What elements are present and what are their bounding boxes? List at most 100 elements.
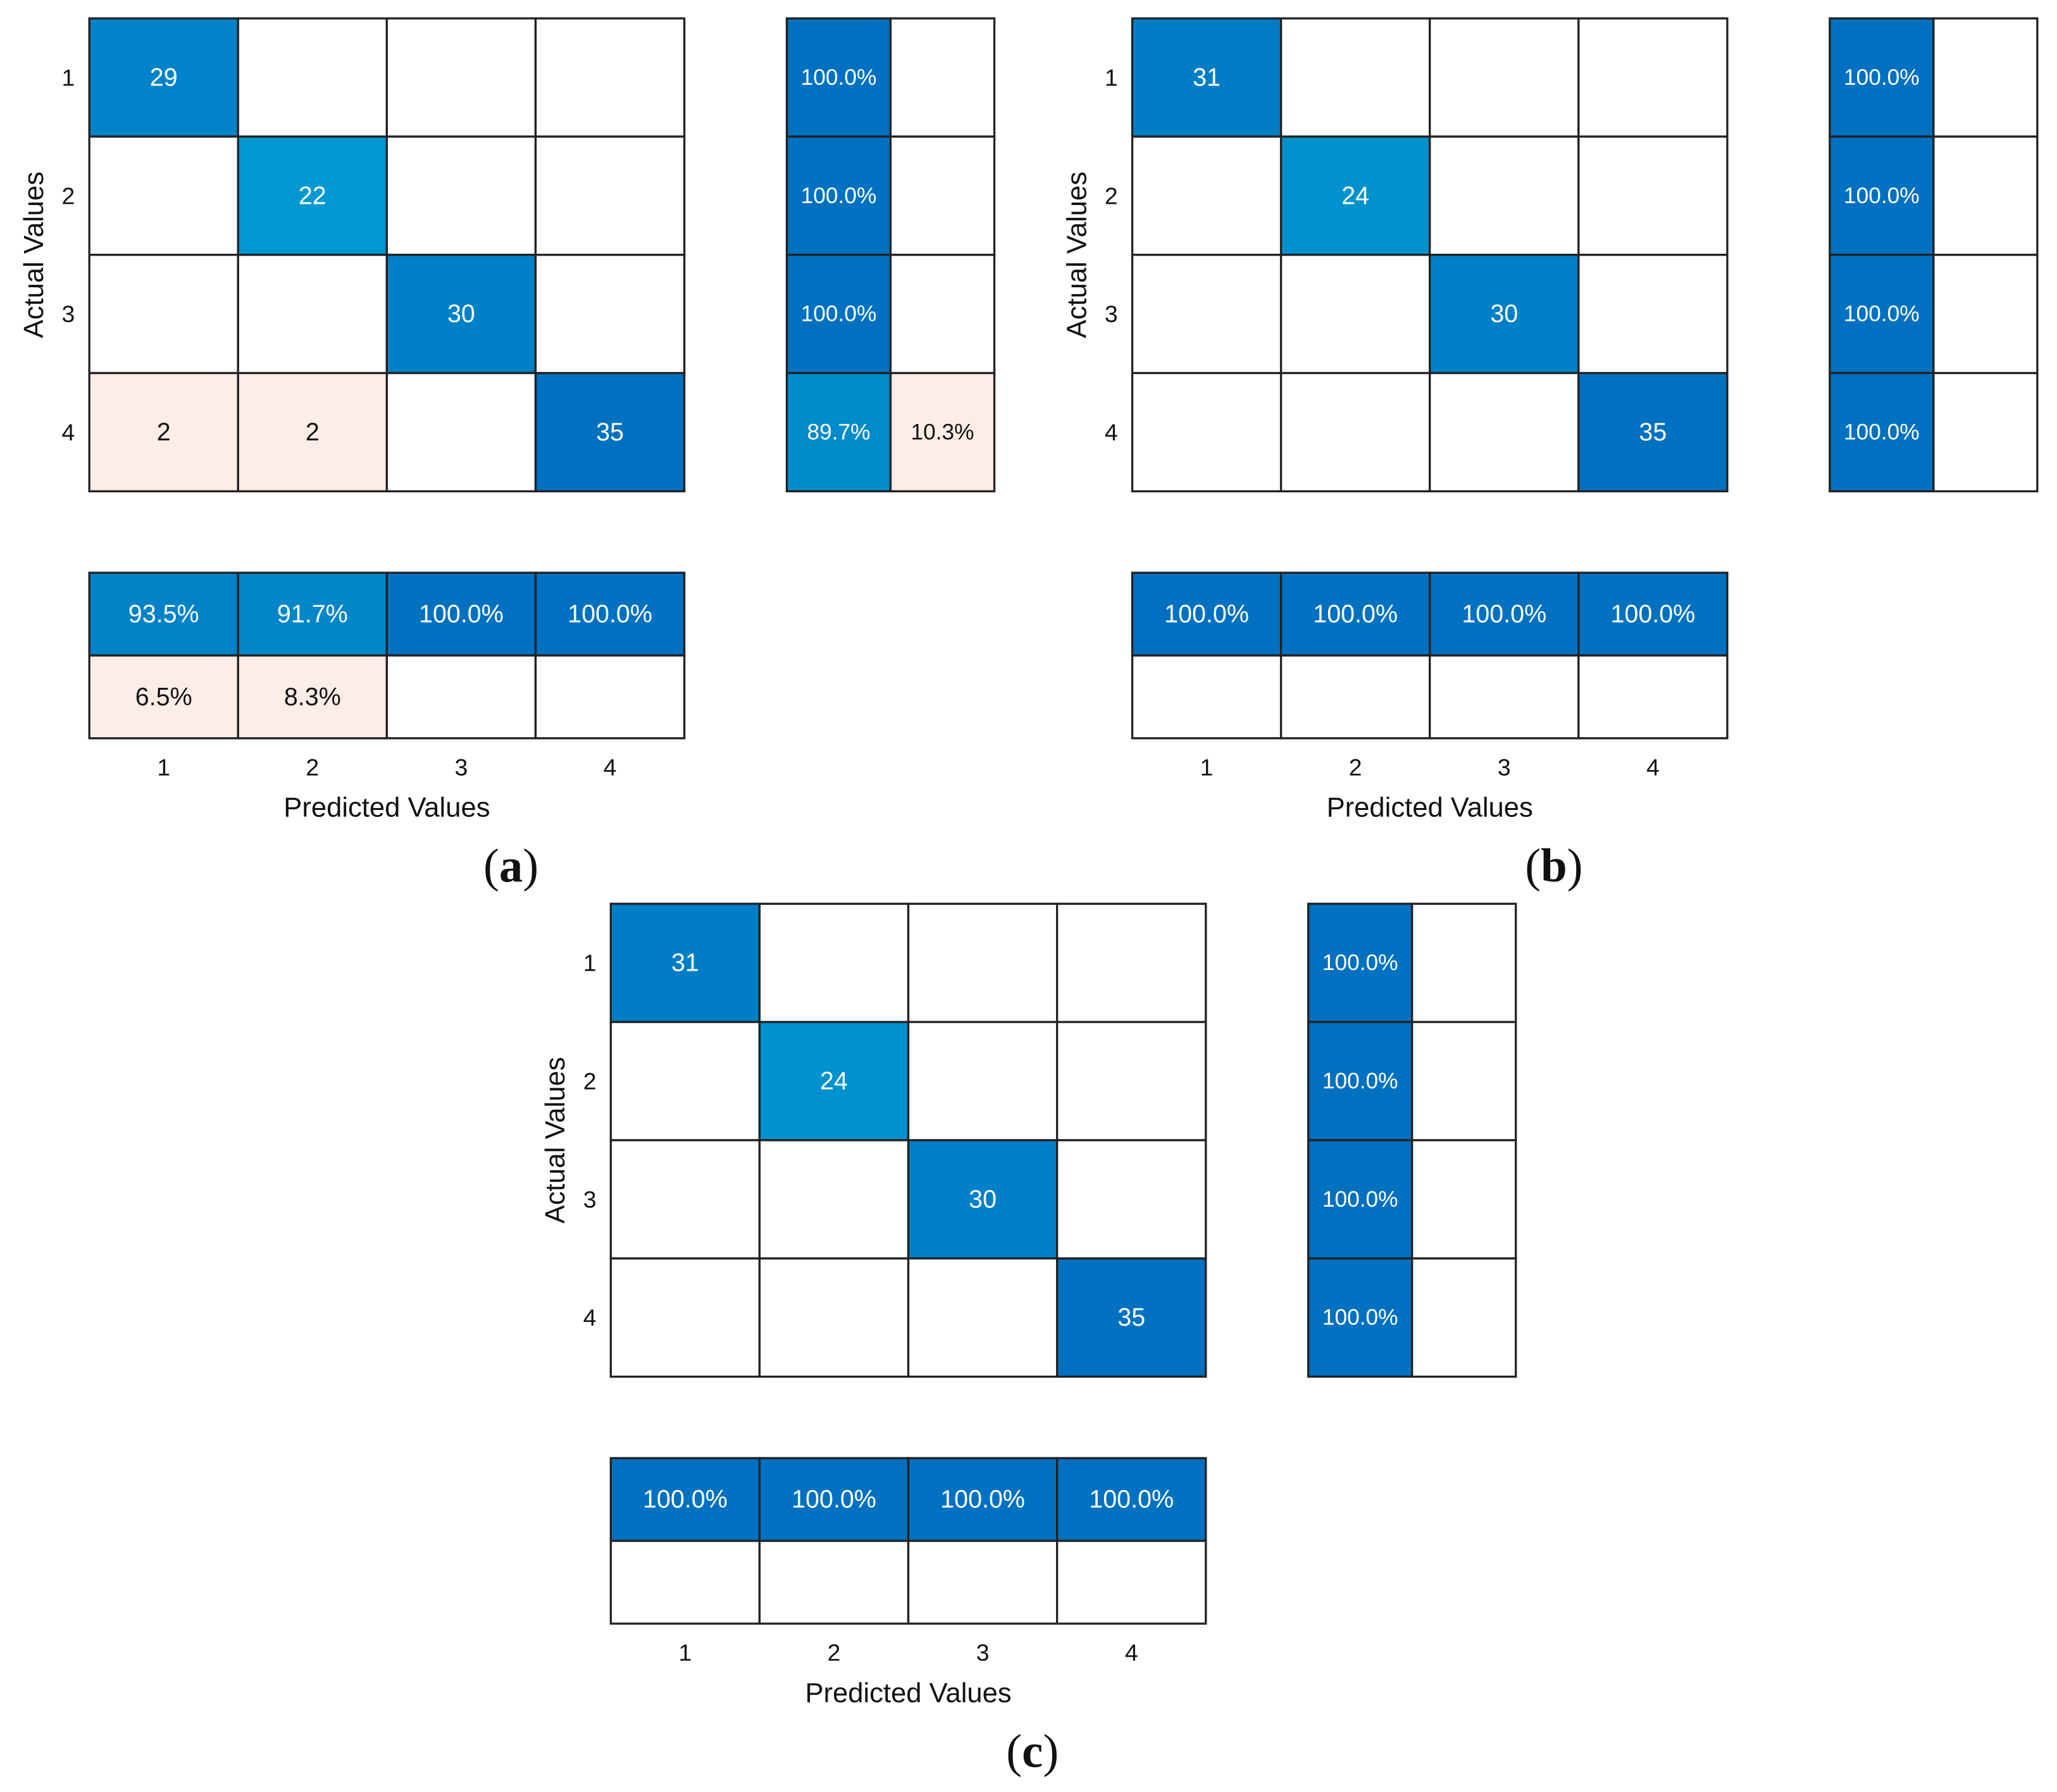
- x-tick-label: 1: [157, 754, 170, 780]
- matrix-cell: [534, 135, 686, 256]
- matrix-cell: [88, 371, 239, 493]
- matrix-cell-value: 22: [299, 182, 326, 209]
- row-summary-cell: [889, 254, 996, 375]
- matrix-cell-value: 30: [447, 300, 475, 328]
- matrix-cell: [237, 371, 388, 493]
- matrix-cell: [1131, 17, 1283, 138]
- matrix-cell: [1279, 17, 1431, 138]
- column-summary-value: 8.3%: [284, 683, 341, 711]
- y-tick-label: 1: [1105, 64, 1118, 90]
- x-tick-label: 4: [604, 754, 617, 780]
- row-summary-value: 100.0%: [1844, 65, 1920, 90]
- matrix-cell: [88, 135, 239, 256]
- x-tick-label: 4: [1646, 754, 1660, 780]
- row-summary-cell: [1411, 902, 1517, 1023]
- matrix-cell-value: 35: [596, 418, 624, 446]
- matrix-cell: [1131, 371, 1283, 493]
- row-summary-value: 100.0%: [801, 302, 877, 327]
- matrix-cell: [88, 17, 239, 138]
- row-summary-cell: [785, 135, 892, 256]
- matrix-cell: [1429, 371, 1580, 493]
- row-summary-cell: [1932, 254, 2039, 375]
- row-summary-cell: [1411, 1021, 1517, 1142]
- matrix-cell: [1577, 254, 1729, 375]
- column-summary-value: 93.5%: [128, 600, 199, 628]
- x-tick-label: 3: [455, 754, 468, 780]
- matrix-cell: [907, 1021, 1059, 1142]
- row-summary-cell: [889, 135, 996, 256]
- row-summary-cell: [1829, 17, 1935, 138]
- row-summary-cell: [1307, 1257, 1414, 1378]
- y-tick-label: 4: [583, 1304, 597, 1331]
- column-summary-cell: [1131, 654, 1283, 740]
- matrix-cell-value: 30: [1490, 300, 1518, 328]
- matrix-cell: [385, 135, 537, 256]
- matrix-cell-value: 2: [157, 418, 171, 446]
- row-summary-cell: [1829, 135, 1935, 256]
- matrix-cell: [609, 1257, 761, 1378]
- matrix-cell: [534, 254, 686, 375]
- matrix-cell: [1279, 135, 1431, 256]
- matrix-cell: [1055, 1257, 1207, 1378]
- row-summary-cell: [1411, 1139, 1517, 1260]
- x-tick-label: 3: [976, 1640, 990, 1666]
- row-summary-value: 100.0%: [801, 65, 877, 90]
- column-summary-cell: [385, 654, 537, 740]
- matrix-cell: [1131, 135, 1283, 256]
- y-tick-label: 4: [62, 419, 75, 445]
- column-summary-cell: [385, 571, 537, 657]
- column-summary-cell: [1429, 654, 1580, 740]
- matrix-cell-value: 30: [969, 1185, 997, 1213]
- column-summary-value: 6.5%: [135, 683, 192, 711]
- confusion-panel: 31 2 4 30 35 100.0% 100.0% 100.0% 100.0% 100.0% 10…: [540, 902, 1517, 1777]
- x-tick-label: 4: [1125, 1640, 1138, 1666]
- row-summary-value: 100.0%: [801, 184, 877, 208]
- x-axis-label: Predicted Values: [1327, 793, 1533, 823]
- y-axis-label: Actual Values: [19, 171, 49, 338]
- x-tick-label: 2: [828, 1640, 841, 1666]
- row-summary-value: 100.0%: [1844, 302, 1920, 327]
- row-summary-cell: [1307, 1139, 1414, 1260]
- matrix-cell: [385, 254, 537, 375]
- column-summary-cell: [907, 1457, 1059, 1542]
- row-summary-cell: [785, 371, 892, 493]
- column-summary-cell: [88, 571, 239, 657]
- panel-caption: (a): [483, 840, 538, 892]
- row-summary-value: 100.0%: [1844, 420, 1920, 445]
- matrix-cell: [1429, 17, 1580, 138]
- column-summary-cell: [1577, 654, 1729, 740]
- column-summary-cell: [1279, 571, 1431, 657]
- matrix-cell-value: 29: [150, 63, 178, 91]
- matrix-cell: [385, 17, 537, 138]
- matrix-cell: [758, 1139, 910, 1260]
- row-summary-cell: [1932, 17, 2039, 138]
- y-tick-label: 2: [583, 1068, 597, 1095]
- x-tick-label: 2: [306, 754, 319, 780]
- matrix-cell-value: 31: [1193, 63, 1221, 91]
- column-summary-cell: [237, 654, 388, 740]
- confusion-panel: 31243035100.0%100.0%100.0%100.0%100.0%10…: [1062, 17, 2039, 892]
- matrix-cell-value: 35: [1117, 1304, 1145, 1331]
- column-summary-cell: [609, 1540, 761, 1625]
- column-summary-value: 100.0%: [1462, 600, 1546, 628]
- column-summary-value: 100.0%: [1089, 1486, 1174, 1514]
- matrix-cell: [609, 1139, 761, 1260]
- row-summary-value: 100.0%: [1322, 1069, 1398, 1093]
- column-summary-cell: [1429, 571, 1580, 657]
- matrix-cell: [1429, 254, 1580, 375]
- matrix-cell: [534, 371, 686, 493]
- matrix-cell: [907, 902, 1059, 1023]
- column-summary-value: 100.0%: [940, 1486, 1025, 1514]
- matrix-cell: [237, 135, 388, 256]
- x-axis-label: Predicted Values: [805, 1678, 1011, 1708]
- matrix-cell: [758, 902, 910, 1023]
- row-summary-cell: [1411, 1257, 1517, 1378]
- row-summary-cell: [1932, 135, 2039, 256]
- row-summary-value: 100.0%: [1322, 950, 1398, 975]
- column-summary-value: 100.0%: [643, 1486, 728, 1514]
- row-summary-value: 100.0%: [1322, 1187, 1398, 1212]
- matrix-cell: [237, 254, 388, 375]
- matrix-cell-value: 31: [671, 949, 699, 977]
